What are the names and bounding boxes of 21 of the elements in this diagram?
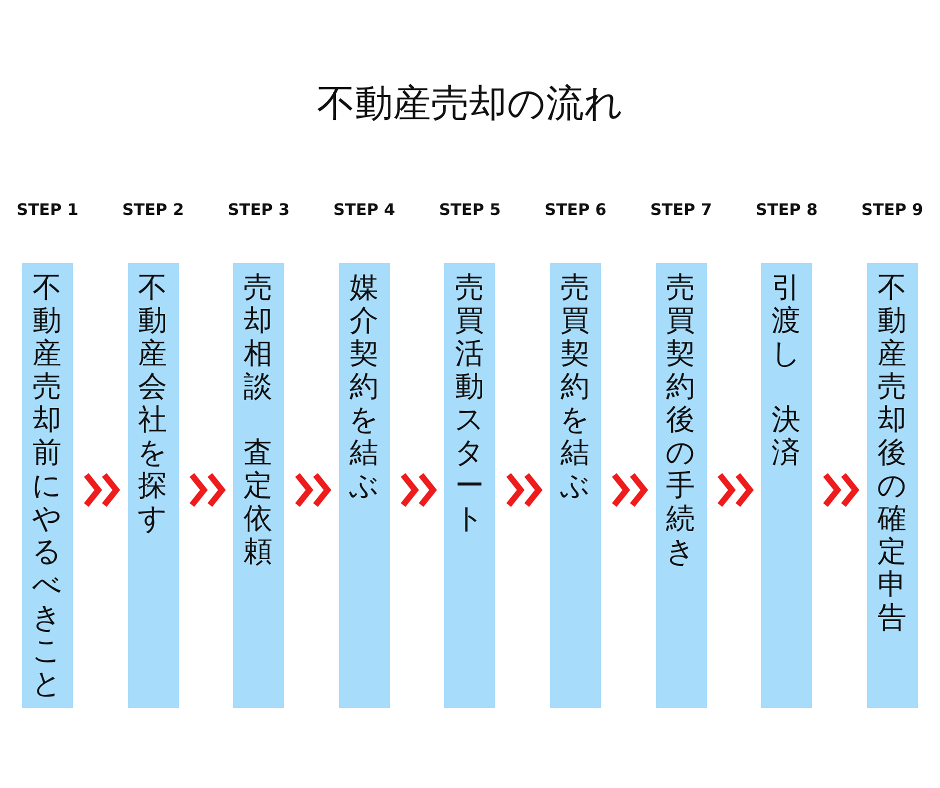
step-text: 不動産会社を探す <box>136 271 169 535</box>
step-text: 売買契約を結ぶ <box>559 271 591 502</box>
step-text: 決済 <box>770 403 802 469</box>
step-text: 引渡し <box>770 271 802 370</box>
step-text: 売却相談 <box>242 271 274 403</box>
step-text: 不動産売却前にやるべきこと <box>31 271 63 700</box>
step-text: 売買契約後の手続き <box>664 271 697 568</box>
step-label: STEP 6 <box>544 200 608 219</box>
step-label: STEP 1 <box>16 200 80 219</box>
step-text: 査定依頼 <box>242 436 274 568</box>
step-label: STEP 4 <box>332 200 396 219</box>
step-label: STEP 5 <box>438 200 502 219</box>
step-label: STEP 8 <box>754 200 819 219</box>
step-text: 売買活動スタート <box>453 271 486 535</box>
step-label: STEP 2 <box>121 200 185 219</box>
step-text: 媒介契約を結ぶ <box>348 271 380 502</box>
step-text: 不動産売却後の確定申告 <box>876 271 908 634</box>
diagram-title: 不動産売却の流れ <box>316 80 624 127</box>
step-label: STEP 9 <box>860 200 924 219</box>
step-label: STEP 7 <box>649 200 713 219</box>
step-label: STEP 3 <box>226 200 291 219</box>
